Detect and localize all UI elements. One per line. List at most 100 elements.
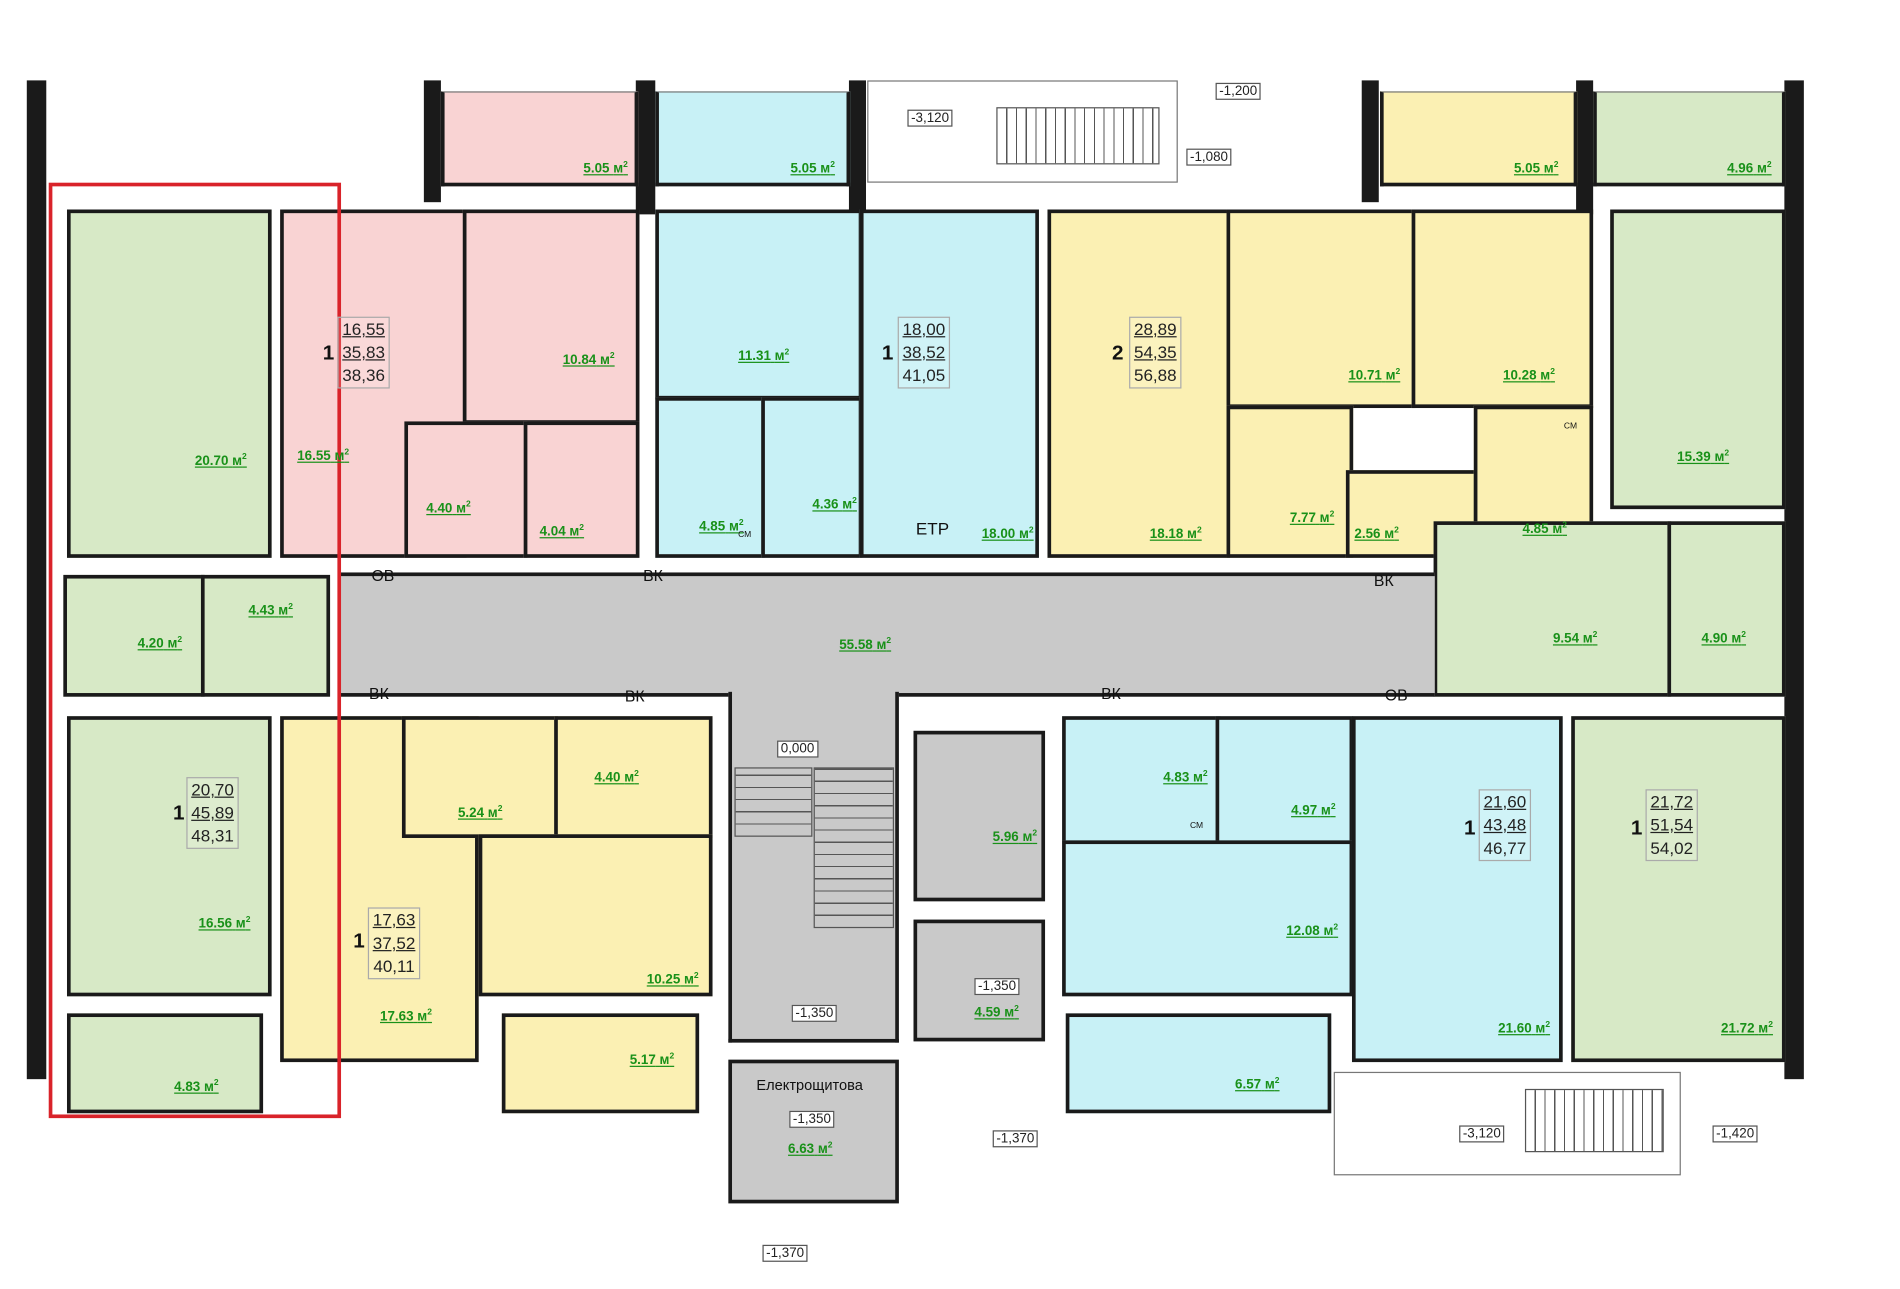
shaft-tag-vk: ВК [1373,571,1394,590]
area-unit: м [876,637,887,653]
full-area: 40,11 [373,956,415,976]
level-mark: -1,350 [789,1110,835,1128]
washer-tag: СМ [1189,822,1204,831]
area-value: 4.40 [594,770,621,786]
room-area-label: 55.58 м2 [839,637,892,653]
area-unit: м [613,161,624,177]
area-value: 55.58 [839,637,873,653]
area-value: 4.36 [812,497,839,513]
balcony [655,91,851,187]
room-area-label: 21.72 м2 [1721,1020,1773,1037]
area-unit: м [1582,631,1593,647]
level-mark: -1,370 [992,1130,1038,1148]
area-value: 5.17 [629,1053,656,1068]
area-value: 11.31 [738,349,771,364]
room-area-label: 2.56 м2 [1354,526,1399,542]
living-area: 20,70 [191,779,234,800]
area-value: 21.60 [1498,1021,1532,1037]
room-area-label: 5.05 м2 [790,160,835,177]
level-mark: -1,200 [1215,82,1261,100]
room-area-label: 4.40 м2 [426,500,471,517]
kitchen [1411,209,1594,409]
wall [1576,80,1594,215]
area-value: 20.70 [194,453,229,469]
area-unit: м [774,349,785,364]
kitchen [655,209,863,400]
living-area: 18,00 [902,319,946,339]
area-value: 16.56 [198,916,233,932]
bathroom [1667,521,1786,697]
full-area: 46,77 [1483,837,1527,858]
room-area-label: 10.28 м2 [1503,367,1555,384]
area-unit: м [1193,770,1203,786]
area-value: 4.20 [137,636,164,652]
area-unit: м [1758,1021,1769,1037]
balcony [1593,91,1786,187]
room [1047,209,1231,558]
entrance-stairs [996,107,1160,165]
area-unit: м [624,770,635,786]
living-area: 17,63 [372,909,416,930]
washer-tag: СМ [1563,422,1578,432]
apartment-room-count: 1 [881,341,894,365]
area-unit: м [1543,161,1554,177]
area-value: 5.24 [457,805,485,821]
area-unit: м [1535,1021,1546,1037]
wall [423,80,441,203]
living-area: 16,55 [342,319,385,339]
area-value: 5.96 [992,830,1019,845]
room-area-label: 18.00 м2 [981,526,1034,542]
room-area-label: 16.55 м2 [297,448,350,464]
room-area-label: 4.59 м2 [974,1004,1019,1021]
area-value: 9.54 [1552,631,1580,647]
area-value: 21.72 [1721,1021,1755,1037]
area-value: 4.59 [974,1005,1001,1021]
area-unit: м [1714,450,1725,465]
living-area: 21,60 [1483,791,1527,812]
apartment-room-count: 1 [353,929,365,953]
room [1610,209,1786,510]
total-area: 51,54 [1650,814,1694,835]
area-unit: м [659,1053,670,1068]
area-value: 2.56 [1354,526,1381,542]
full-area: 56,88 [1133,365,1177,385]
area-value: 4.43 [248,603,275,619]
room-area-label: 4.83 м2 [174,1079,219,1095]
room [66,209,272,558]
room-area-label: 4.40 м2 [594,769,639,786]
level-mark: -1,420 [1712,1125,1758,1143]
area-value: 5.05 [790,161,817,177]
elevator-shaft [913,730,1046,902]
wall [1361,80,1379,203]
area-unit: м [1540,368,1551,384]
area-value: 7.77 [1289,511,1316,526]
room-area-label: 4.83 м2 [1163,769,1208,786]
balcony [501,1013,700,1114]
area-unit: м [1323,924,1334,939]
full-area: 48,31 [191,825,234,846]
area-value: 4.97 [1291,803,1318,819]
stairs [734,767,813,837]
etr-tag: ЕТР [915,518,950,539]
shaft-tag-ov: ОВ [371,566,395,585]
room-area-label: 5.17 м2 [629,1052,675,1068]
total-area: 45,89 [191,802,234,823]
area-unit: м [1187,526,1197,542]
level-mark: -1,080 [1186,148,1232,166]
kitchen [478,834,713,997]
electrical-room-label: Електрощитова [756,1076,863,1094]
corridor [338,572,1435,697]
level-mark: -3,120 [1459,1125,1505,1143]
room-area-label: 4.04 м2 [539,523,585,540]
room-area-label: 10.25 м2 [646,971,699,988]
living-area: 28,89 [1133,319,1177,339]
area-value: 10.84 [562,352,597,368]
room-area-label: 12.08 м2 [1286,923,1339,939]
